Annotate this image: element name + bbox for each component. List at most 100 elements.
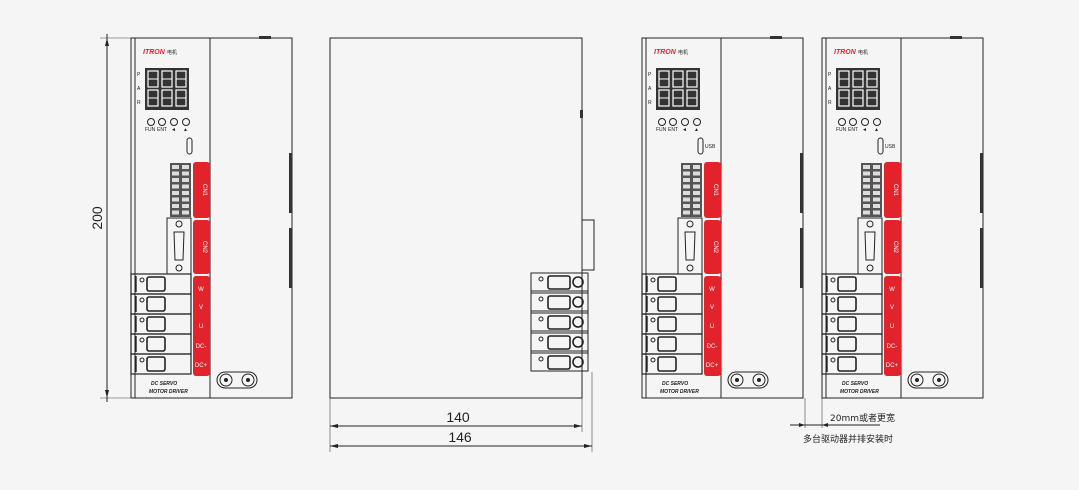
side-terminal bbox=[530, 312, 589, 332]
led-label-r: R bbox=[648, 100, 652, 106]
model-line2: MOTOR DRIVER bbox=[149, 389, 188, 395]
power-terminal bbox=[641, 353, 703, 375]
model-line1: DC SERVO bbox=[842, 381, 868, 387]
usb-port bbox=[697, 137, 704, 155]
power-terminal bbox=[641, 313, 703, 335]
brand-logo: ITRON bbox=[834, 49, 857, 56]
usb-label: USB bbox=[885, 144, 896, 150]
terminal-u: U bbox=[890, 324, 894, 330]
model-line2: MOTOR DRIVER bbox=[840, 389, 879, 395]
power-terminal bbox=[130, 333, 192, 355]
cn1-pin bbox=[172, 204, 179, 208]
cn1-pin bbox=[863, 171, 870, 176]
led-display bbox=[145, 68, 189, 110]
power-terminal bbox=[821, 293, 883, 315]
power-terminal bbox=[821, 353, 883, 375]
cn1-pin bbox=[182, 191, 189, 195]
terminal-dc-plus: DC+ bbox=[706, 363, 719, 369]
model-line1: DC SERVO bbox=[151, 381, 177, 387]
cn1-label: CN1 bbox=[201, 184, 207, 197]
brand-logo-sub: 电机 bbox=[858, 49, 868, 56]
cn1-pin bbox=[172, 178, 179, 182]
cn1-pin bbox=[693, 184, 700, 189]
led-label-a: A bbox=[828, 86, 832, 92]
power-terminal bbox=[821, 333, 883, 355]
parallel-install-note: 多台驱动器并排安装时 bbox=[803, 433, 893, 445]
cn1-pin bbox=[863, 197, 870, 202]
usb-port bbox=[186, 137, 193, 155]
power-terminal-block bbox=[641, 273, 703, 375]
cn1-label: CN1 bbox=[892, 184, 898, 197]
terminal-dc-minus: DC- bbox=[887, 344, 898, 350]
button-label-up: ▲ bbox=[183, 127, 188, 133]
side-terminal bbox=[530, 352, 589, 372]
key-buttons: FUN ENT ◄ ▲ bbox=[145, 118, 190, 133]
button-label-up: ▲ bbox=[874, 127, 879, 133]
usb-label: USB bbox=[705, 144, 716, 150]
button-label-ent: ENT bbox=[848, 127, 858, 133]
depth-total-value: 146 bbox=[448, 429, 472, 445]
cn2-label: CN2 bbox=[892, 241, 898, 254]
side-terminal bbox=[530, 292, 589, 312]
brand-logo: ITRON bbox=[654, 49, 677, 56]
cn1-pin bbox=[873, 191, 880, 195]
power-terminal bbox=[641, 293, 703, 315]
power-terminal-block bbox=[130, 273, 192, 375]
led-label-a: A bbox=[137, 86, 141, 92]
cn1-pin bbox=[182, 197, 189, 202]
terminal-v: V bbox=[890, 305, 894, 311]
key-buttons: FUN ENT ◄ ▲ bbox=[836, 118, 881, 133]
cn1-pin bbox=[873, 171, 880, 176]
cn2-connector bbox=[677, 217, 703, 275]
led-label-p: P bbox=[648, 72, 652, 78]
cn1-pin bbox=[863, 210, 870, 215]
side-terminal-block bbox=[530, 272, 589, 372]
cn1-pin bbox=[693, 171, 700, 176]
mounting-screws bbox=[216, 371, 258, 389]
power-terminal bbox=[130, 293, 192, 315]
led-label-a: A bbox=[648, 86, 652, 92]
brand-logo: ITRON bbox=[143, 49, 166, 56]
cn1-pin bbox=[863, 204, 870, 208]
depth-dimension: 140 146 bbox=[329, 372, 593, 452]
cn1-pin bbox=[693, 165, 700, 169]
cn2-label: CN2 bbox=[201, 241, 207, 254]
cn1-pin bbox=[683, 191, 690, 195]
led-label-r: R bbox=[137, 100, 141, 106]
power-terminal bbox=[641, 333, 703, 355]
led-display bbox=[656, 68, 700, 110]
height-dimension: 200 bbox=[89, 34, 131, 402]
cn1-label: CN1 bbox=[712, 184, 718, 197]
cn1-pin bbox=[683, 171, 690, 176]
power-terminal bbox=[821, 273, 883, 295]
led-label-r: R bbox=[828, 100, 832, 106]
side-view bbox=[329, 37, 595, 399]
power-terminal bbox=[130, 353, 192, 375]
cn1-pin bbox=[683, 165, 690, 169]
cn2-label: CN2 bbox=[712, 241, 718, 254]
power-terminal bbox=[821, 313, 883, 335]
terminal-w: W bbox=[709, 287, 715, 293]
button-label-left: ◄ bbox=[682, 127, 687, 133]
cn1-pin bbox=[873, 204, 880, 208]
mounting-screws bbox=[727, 371, 769, 389]
depth-value: 140 bbox=[446, 409, 470, 425]
front-view: ITRON 电机 P A R FUN ENT ◄ ▲ USB CN1 CN2 bbox=[821, 36, 984, 399]
cn1-pin bbox=[172, 197, 179, 202]
power-terminal bbox=[130, 273, 192, 295]
button-label-left: ◄ bbox=[862, 127, 867, 133]
button-label-up: ▲ bbox=[694, 127, 699, 133]
cn1-pin bbox=[873, 197, 880, 202]
terminal-v: V bbox=[710, 305, 714, 311]
key-buttons: FUN ENT ◄ ▲ bbox=[656, 118, 701, 133]
cn1-pin bbox=[683, 178, 690, 182]
brand-logo-sub: 电机 bbox=[167, 49, 177, 56]
cn1-pin bbox=[172, 210, 179, 215]
cn1-pin bbox=[182, 204, 189, 208]
cn1-pin bbox=[683, 184, 690, 189]
terminal-w: W bbox=[198, 287, 204, 293]
front-view: ITRON 电机 P A R FUN ENT ◄ ▲ CN1 CN2 bbox=[130, 36, 293, 399]
side-terminal bbox=[530, 272, 589, 292]
cn1-pin bbox=[172, 165, 179, 169]
cn1-pin bbox=[683, 210, 690, 215]
